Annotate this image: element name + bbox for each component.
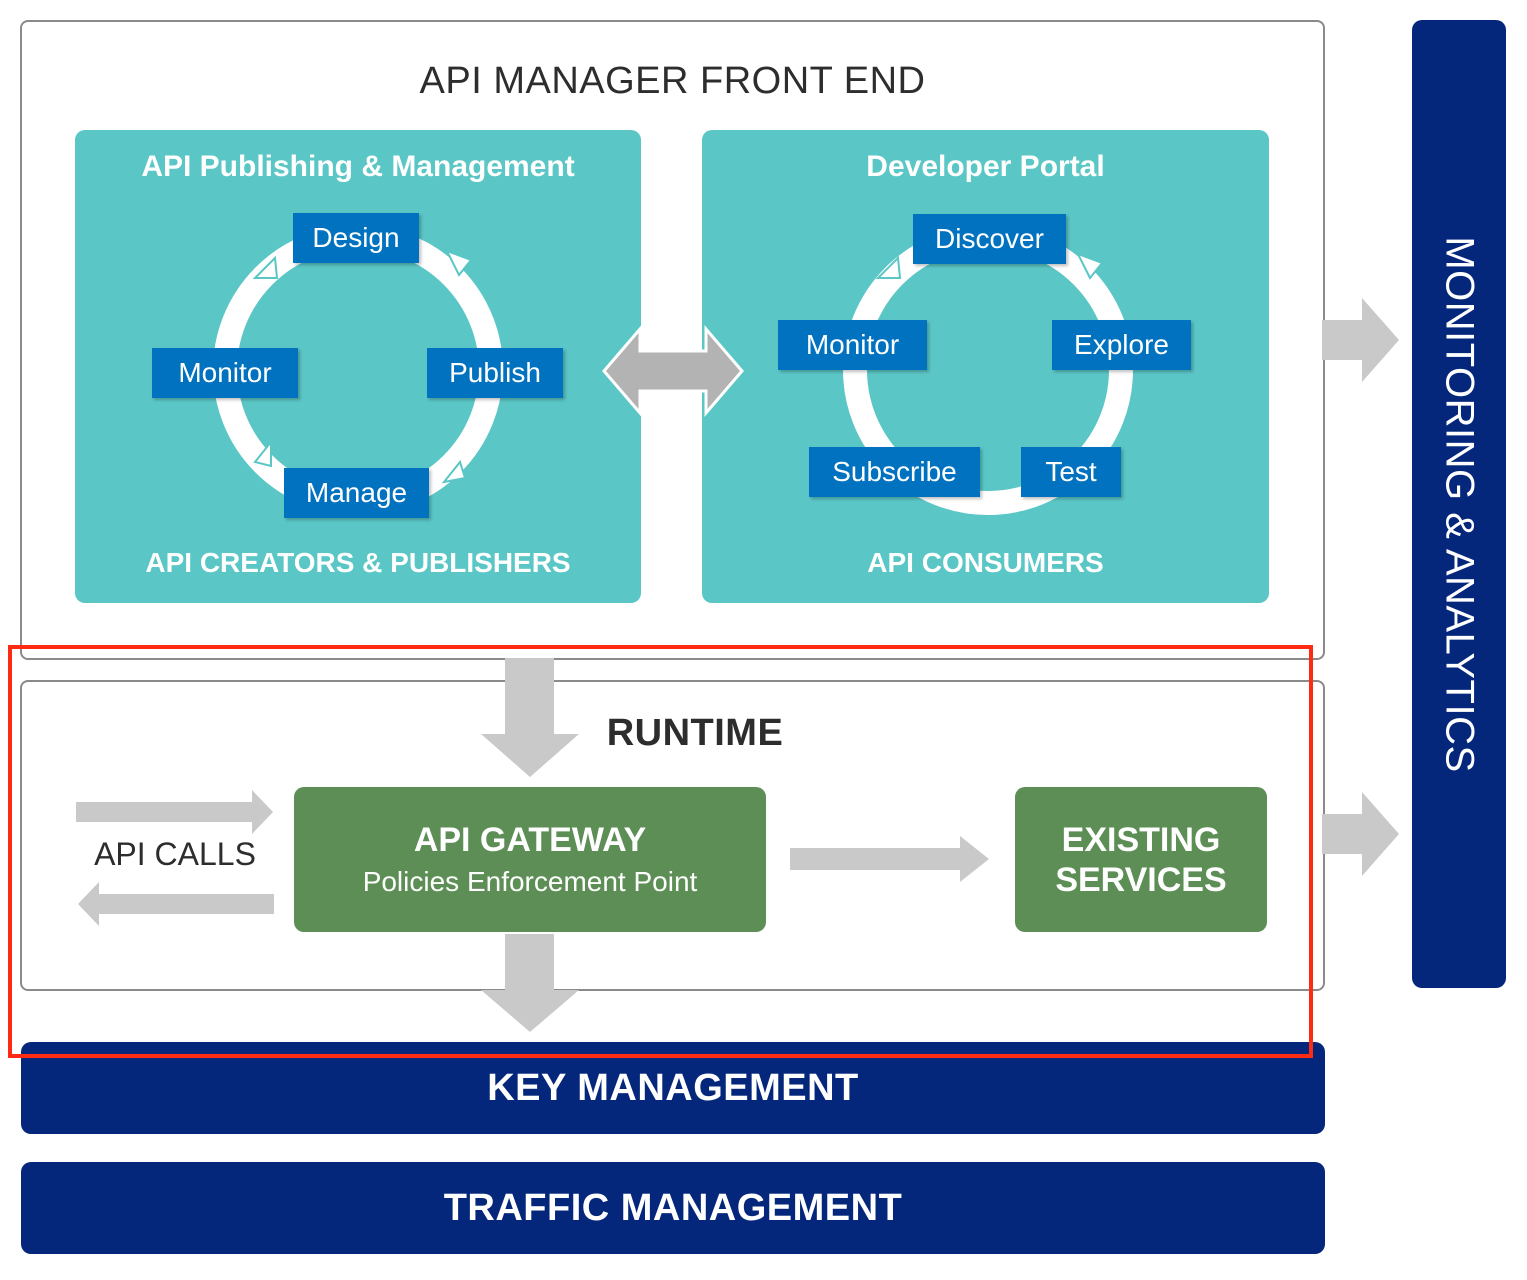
runtime-title: RUNTIME (606, 712, 784, 754)
developer-portal-title: Developer Portal (866, 150, 1105, 183)
step-test: Test (1021, 447, 1121, 497)
right-arrow-icon (790, 836, 989, 882)
step-monitor-consumer: Monitor (778, 320, 927, 370)
api-gateway-title: API GATEWAY (413, 821, 647, 859)
api-calls-label: API CALLS (94, 836, 256, 872)
existing-services-box: EXISTING SERVICES (1015, 787, 1267, 932)
monitoring-analytics-bar: MONITORING & ANALYTICS (1412, 20, 1506, 988)
existing-services-line1: EXISTING (1061, 820, 1221, 859)
step-subscribe: Subscribe (809, 447, 980, 497)
front-end-title: API MANAGER FRONT END (419, 60, 926, 102)
api-gateway-subtitle: Policies Enforcement Point (362, 866, 698, 897)
monitoring-analytics-label: MONITORING & ANALYTICS (1437, 235, 1482, 773)
right-arrow-icon (1322, 792, 1399, 876)
publishing-panel-title: API Publishing & Management (141, 150, 575, 183)
runtime-highlight-box (8, 645, 1313, 1058)
step-monitor-publisher: Monitor (152, 348, 298, 398)
step-discover: Discover (913, 214, 1066, 264)
down-arrow-icon (481, 658, 579, 777)
step-explore: Explore (1052, 320, 1191, 370)
step-manage: Manage (284, 468, 429, 518)
existing-services-line2: SERVICES (1055, 860, 1227, 899)
api-gateway-box: API GATEWAY Policies Enforcement Point (294, 787, 766, 932)
double-arrow-icon (602, 324, 744, 418)
down-arrow-icon (481, 934, 579, 1032)
step-publish: Publish (427, 348, 563, 398)
left-arrow-icon (78, 882, 274, 926)
traffic-management-bar: TRAFFIC MANAGEMENT (21, 1162, 1325, 1254)
right-arrow-icon (76, 790, 273, 834)
publishing-panel-footer: API CREATORS & PUBLISHERS (145, 547, 571, 578)
developer-portal-footer: API CONSUMERS (867, 547, 1104, 578)
right-arrow-icon (1322, 298, 1399, 382)
step-design: Design (293, 213, 419, 263)
